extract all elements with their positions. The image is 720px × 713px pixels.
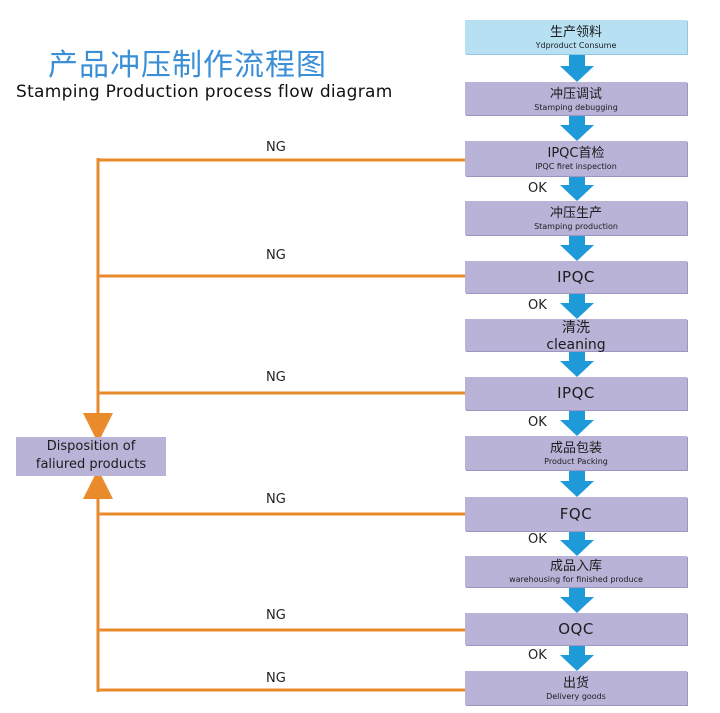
step-delivery-en: Delivery goods <box>546 692 606 701</box>
ok-label-5: OK <box>528 648 547 663</box>
disposition-line-1: Disposition of <box>46 439 136 454</box>
disposition-box: Disposition of faliured products <box>16 437 166 476</box>
step-ipqc-first-inspection-en: IPQC firet inspection <box>535 162 617 171</box>
down-arrows <box>560 54 594 671</box>
step-ipqc-1: IPQC <box>465 261 687 293</box>
step-material-issue: 生产领料 Ydproduct Consume <box>465 20 687 54</box>
disposition-line-2: faliured products <box>35 457 147 472</box>
step-delivery: 出货 Delivery goods <box>465 671 687 705</box>
step-warehousing-cn: 成品入库 <box>549 559 602 574</box>
ok-label-1: OK <box>528 181 547 196</box>
ng-lines <box>83 158 465 692</box>
step-cleaning: 清洗 cleaning <box>465 319 687 353</box>
down-arrow-5 <box>560 293 594 319</box>
step-warehousing-en: warehousing for finished produce <box>509 575 643 584</box>
step-ipqc-2: IPQC <box>465 377 687 410</box>
down-arrow-11 <box>560 645 594 671</box>
down-arrow-3 <box>560 176 594 201</box>
step-product-packing-en: Product Packing <box>544 457 608 466</box>
step-stamping-debugging-en: Stamping debugging <box>534 103 618 112</box>
step-delivery-cn: 出货 <box>562 676 589 691</box>
step-stamping-production: 冲压生产 Stamping production <box>465 201 687 235</box>
down-arrow-6 <box>560 351 594 377</box>
step-ipqc-first-inspection: IPQC首检 IPQC firet inspection <box>465 141 687 176</box>
down-arrow-1 <box>560 54 594 82</box>
step-cleaning-en: cleaning <box>546 337 606 353</box>
ng-label-5: NG <box>266 608 286 623</box>
step-warehousing: 成品入库 warehousing for finished produce <box>465 556 687 587</box>
title-chinese: 产品冲压制作流程图 <box>48 48 327 83</box>
step-cleaning-cn: 清洗 <box>562 320 590 336</box>
ok-label-3: OK <box>528 415 547 430</box>
step-product-packing: 成品包装 Product Packing <box>465 436 687 470</box>
down-arrow-2 <box>560 115 594 141</box>
step-stamping-debugging-cn: 冲压调试 <box>549 87 602 102</box>
step-material-issue-cn: 生产领料 <box>549 25 602 40</box>
step-ipqc-first-inspection-cn: IPQC首检 <box>547 146 605 161</box>
step-material-issue-en: Ydproduct Consume <box>535 41 617 50</box>
step-stamping-production-en: Stamping production <box>534 222 618 231</box>
step-stamping-production-cn: 冲压生产 <box>549 206 602 221</box>
ng-label-2: NG <box>266 248 286 263</box>
title-english: Stamping Production process flow diagram <box>16 82 393 102</box>
ng-label-3: NG <box>266 370 286 385</box>
ng-label-1: NG <box>266 140 286 155</box>
step-stamping-debugging: 冲压调试 Stamping debugging <box>465 82 687 115</box>
down-arrow-4 <box>560 235 594 261</box>
ok-label-2: OK <box>528 298 547 313</box>
step-product-packing-cn: 成品包装 <box>549 441 602 456</box>
down-arrow-7 <box>560 410 594 436</box>
down-arrow-8 <box>560 470 594 497</box>
ng-label-6: NG <box>266 671 286 686</box>
step-oqc: OQC <box>465 613 687 645</box>
ng-label-4: NG <box>266 492 286 507</box>
ok-label-4: OK <box>528 532 547 547</box>
down-arrow-10 <box>560 587 594 613</box>
step-fqc: FQC <box>465 497 687 531</box>
down-arrow-9 <box>560 531 594 556</box>
